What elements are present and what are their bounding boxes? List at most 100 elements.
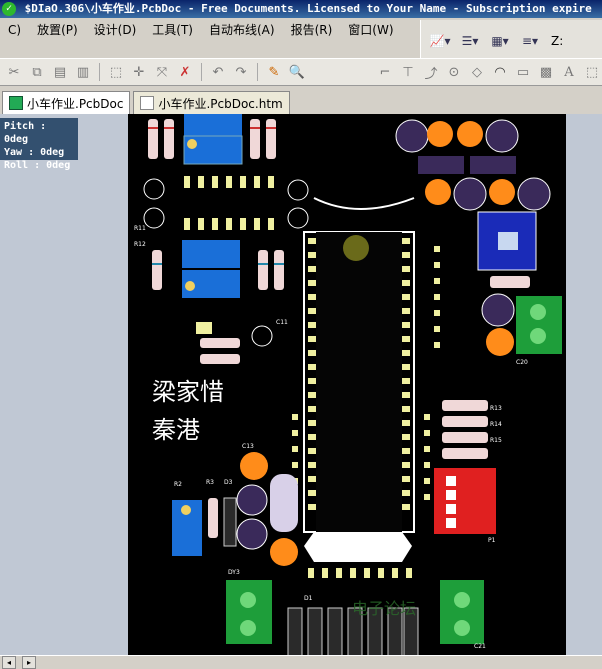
trimmer-pot-middle [182, 240, 240, 298]
dimension-icon[interactable]: ⬚ [585, 64, 599, 80]
ic-pin-column-right [402, 238, 410, 510]
crosshair-icon[interactable]: ✎ [268, 64, 280, 80]
terminal-block-bottom-left [226, 580, 272, 644]
dip-switch [434, 468, 496, 534]
document-tabs: 小车作业.PcbDoc 小车作业.PcbDoc.htm [0, 86, 602, 114]
lower-left-components [172, 452, 298, 566]
connector-outline [304, 532, 412, 562]
tab-pcbdoc-htm[interactable]: 小车作业.PcbDoc.htm [133, 91, 290, 114]
menu-item-autoroute[interactable]: 自动布线(A) [208, 23, 275, 37]
menu-item-design[interactable]: 设计(D) [93, 23, 137, 37]
designator-label: R14 [490, 421, 502, 428]
move-icon[interactable]: ✛ [133, 64, 145, 80]
tab-label: 小车作业.PcbDoc [27, 96, 124, 111]
view-orientation-panel: Pitch : 0deg Yaw : 0deg Roll : 0deg [0, 118, 78, 171]
zoom-label: Z: [551, 34, 564, 48]
cut-icon[interactable]: ✂ [8, 64, 20, 80]
resistor-right [481, 276, 530, 356]
toolbar-separator [99, 63, 100, 81]
yaw-readout: Yaw : 0deg [4, 147, 65, 158]
bottom-pin-header [308, 568, 412, 578]
via-icon[interactable]: ⊙ [448, 64, 460, 80]
main-toolbar: ✂ ⧉ ▤ ▥ ⬚ ✛ ⤧ ✗ ↶ ↷ ✎ 🔍 ⌐ ⊤ ⤴ ⊙ ◇ ◠ ▭ ▩ … [0, 58, 602, 86]
toolbar-separator [201, 63, 202, 81]
menu-item-place[interactable]: 放置(P) [37, 23, 78, 37]
pcb-canvas: 梁家惜 秦港 [128, 114, 566, 655]
pcb-document-icon [9, 96, 23, 110]
resistor-group-middle-left [152, 250, 284, 290]
transistor-group-left [143, 178, 309, 229]
deselect-icon[interactable]: ✗ [179, 64, 191, 80]
inspect-icon[interactable]: 🔍 [288, 64, 306, 80]
route-icon[interactable]: ⌐ [379, 64, 391, 80]
resistor-group-horizontal [196, 322, 273, 364]
menu-item-view[interactable]: C) [8, 23, 22, 37]
designator-label: C21 [474, 643, 486, 650]
crystal-outline [313, 197, 415, 210]
designator-labels: R11 R12 C13 R2 R3 D3 DY3 C11 P1 R13 R14 … [134, 225, 528, 650]
text-icon[interactable]: A [564, 64, 574, 80]
roll-readout: Roll : 0deg [4, 160, 71, 171]
chart-tool-icon[interactable]: 📈▾ [429, 34, 451, 48]
paste-icon[interactable]: ▤ [53, 64, 67, 80]
differential-icon[interactable]: ⤴ [424, 66, 438, 82]
polygon-icon[interactable]: ▩ [539, 64, 553, 80]
layer-icon[interactable]: ≡▾ [521, 34, 539, 48]
html-document-icon [140, 96, 155, 110]
resistor-stack-right [442, 400, 488, 459]
title-bar: ✓ $DIaO.306\小车作业.PcbDoc - Free Documents… [0, 0, 602, 18]
undo-icon[interactable]: ↶ [212, 64, 224, 80]
right-toolbar: 📈▾ ☰▾ ▦▾ ≡▾ Z: [420, 20, 602, 62]
select-rect-icon[interactable]: ⬚ [109, 64, 123, 80]
status-bar: ◂ ▸ [0, 655, 602, 669]
ic-pin-column-left [308, 238, 316, 510]
designator-label: R13 [490, 405, 502, 412]
net-icon[interactable]: ⊤ [402, 64, 414, 80]
scroll-right-icon[interactable]: ▸ [22, 656, 36, 669]
designator-label: R12 [134, 241, 146, 248]
grid-icon[interactable]: ▦▾ [491, 34, 509, 48]
main-ic-socket [303, 231, 415, 533]
watermark-text: 电子论坛 [352, 599, 416, 618]
designator-label: R2 [174, 481, 182, 488]
header-strip-right [292, 246, 440, 500]
fill-icon[interactable]: ▭ [516, 64, 530, 80]
tab-label: 小车作业.PcbDoc.htm [158, 96, 283, 111]
scroll-left-icon[interactable]: ◂ [2, 656, 16, 669]
pad-row [184, 176, 274, 230]
designator-label: R11 [134, 225, 146, 232]
check-icon: ✓ [2, 2, 16, 16]
menu-item-reports[interactable]: 报告(R) [290, 23, 333, 37]
trimmer-pot-top [183, 114, 243, 165]
designator-label: C20 [516, 359, 528, 366]
silkscreen-name-1: 梁家惜 [152, 378, 224, 406]
designator-label: R15 [490, 437, 502, 444]
redo-icon[interactable]: ↷ [235, 64, 247, 80]
resistor-group-top-left [148, 119, 276, 159]
paste-special-icon[interactable]: ▥ [76, 64, 90, 80]
capacitor-group-top-right [395, 119, 551, 211]
designator-label: DY3 [228, 569, 240, 576]
pad-icon[interactable]: ◇ [472, 64, 482, 80]
designator-label: D3 [224, 479, 233, 486]
menu-item-window[interactable]: 窗口(W) [348, 23, 394, 37]
menu-item-tools[interactable]: 工具(T) [152, 23, 193, 37]
designator-label: D1 [304, 595, 313, 602]
terminal-block-bottom-right [440, 580, 484, 644]
menu-bar: C) 放置(P) 设计(D) 工具(T) 自动布线(A) 报告(R) 窗口(W) [0, 18, 420, 42]
pcb-board[interactable]: 梁家惜 秦港 [128, 114, 566, 655]
designator-label: C13 [242, 443, 254, 450]
align-icon[interactable]: ☰▾ [461, 34, 479, 48]
blue-relay [477, 211, 537, 271]
tab-pcbdoc[interactable]: 小车作业.PcbDoc [2, 91, 131, 114]
designator-label: P1 [488, 537, 496, 544]
arc-icon[interactable]: ◠ [494, 64, 506, 80]
silkscreen-name-2: 秦港 [152, 416, 200, 444]
terminal-block-right [516, 296, 562, 354]
move-selection-icon[interactable]: ⤧ [156, 64, 168, 80]
copy-icon[interactable]: ⧉ [32, 64, 42, 80]
pitch-readout: Pitch : 0deg [4, 121, 47, 145]
window-title: $DIaO.306\小车作业.PcbDoc - Free Documents. … [24, 2, 592, 15]
designator-label: R3 [206, 479, 214, 486]
diode-row-bottom [287, 607, 419, 655]
